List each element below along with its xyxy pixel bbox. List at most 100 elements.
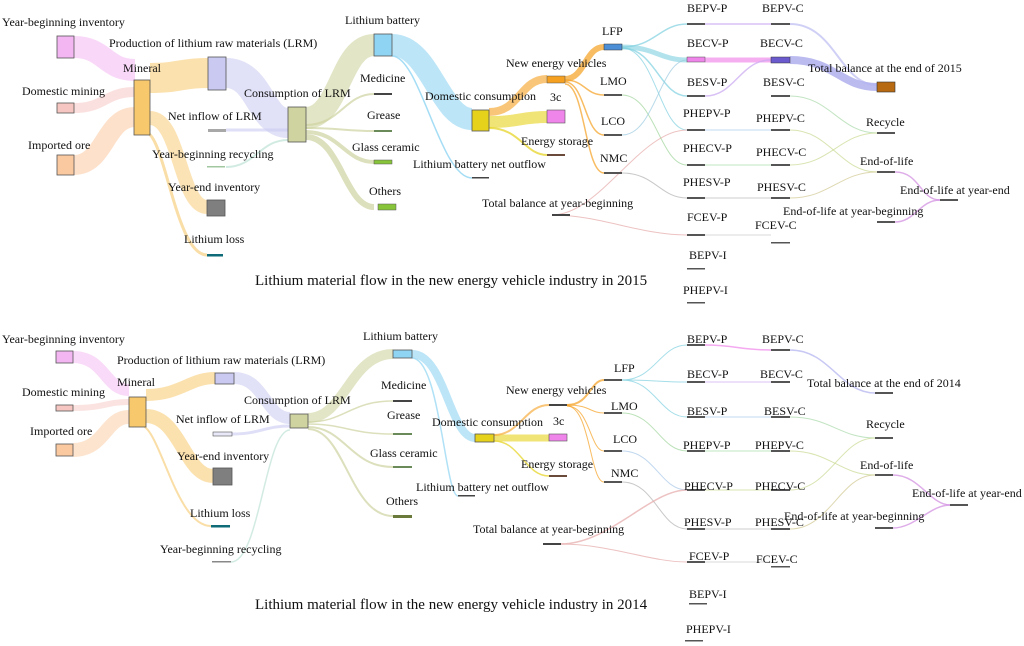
node-phesv-p: [687, 528, 705, 530]
label-bepv-c: BEPV-C: [762, 332, 804, 346]
node-end-of-life-year-beginning: [877, 221, 895, 223]
label-year-beginning-recycling: Year-beginning recycling: [160, 542, 282, 556]
node-consumption-lrm: [287, 106, 307, 143]
node-imported-ore: [56, 154, 75, 176]
label-bepv-p: BEPV-P: [687, 332, 728, 346]
label-total-balance-beginning: Total balance at year-beginning: [473, 522, 624, 536]
label-domestic-consumption: Domestic consumption: [425, 89, 536, 103]
flow: [307, 428, 394, 517]
node-domestic-mining: [55, 404, 74, 412]
label-others: Others: [369, 184, 401, 198]
flow: [390, 34, 474, 130]
flow: [144, 130, 208, 257]
label-new-energy-vehicles: New energy vehicles: [506, 56, 607, 70]
node-besv-p: [687, 416, 705, 418]
flow: [892, 474, 951, 506]
label-bepv-i: BEPV-I: [689, 587, 727, 601]
node-recycle: [877, 132, 895, 134]
flow: [411, 357, 459, 497]
flow: [493, 440, 550, 477]
sankey-2015: Year-beginning inventory Domestic mining…: [2, 1, 1010, 304]
label-bepv-c: BEPV-C: [762, 1, 804, 15]
label-lfp: LFP: [602, 24, 623, 38]
label-phepv-c: PHEPV-C: [755, 438, 804, 452]
label-phepv-p: PHEPV-P: [683, 438, 731, 452]
node-year-beginning-inventory: [56, 35, 75, 59]
label-lco: LCO: [613, 432, 637, 446]
node-energy-storage: [549, 475, 567, 477]
label-new-energy-vehicles: New energy vehicles: [506, 383, 607, 397]
node-recycle: [875, 437, 893, 439]
node-bepv-i: [689, 603, 707, 605]
flow: [789, 474, 876, 530]
flow: [789, 416, 876, 439]
label-phesv-p: PHESV-P: [684, 515, 732, 529]
node-3c: [548, 433, 568, 442]
flow: [621, 412, 688, 452]
node-domestic-consumption: [471, 109, 490, 132]
node-domestic-consumption: [474, 433, 495, 443]
label-end-of-life-year-end: End-of-life at year-end: [900, 183, 1010, 197]
flow: [551, 214, 688, 236]
node-others: [393, 515, 412, 518]
flow: [621, 47, 688, 131]
label-consumption-lrm: Consumption of LRM: [244, 86, 351, 100]
node-end-of-life-year-end: [950, 504, 968, 506]
label-domestic-mining: Domestic mining: [22, 385, 105, 399]
label-imported-ore: Imported ore: [30, 424, 92, 438]
sankey-2014: Year-beginning inventory Domestic mining…: [2, 329, 1022, 642]
flow: [621, 47, 688, 97]
label-phepv-p: PHEPV-P: [683, 106, 731, 120]
flow: [149, 58, 209, 93]
node-new-energy-vehicles: [546, 75, 566, 84]
flow: [621, 172, 688, 199]
label-phesv-p: PHESV-P: [683, 175, 731, 189]
flow: [224, 58, 291, 138]
label-phepv-i: PHEPV-I: [686, 622, 731, 636]
node-consumption-lrm: [289, 413, 309, 429]
label-glass-ceramic: Glass ceramic: [370, 446, 438, 460]
node-lithium-battery: [373, 33, 393, 57]
caption-2014: Lithium material flow in the new energy …: [255, 597, 648, 613]
node-becv-c: [770, 56, 791, 64]
label-medicine: Medicine: [360, 71, 405, 85]
flow: [139, 424, 212, 527]
node-3c: [546, 109, 566, 124]
node-phecv-p: [687, 489, 705, 491]
node-mineral: [128, 396, 147, 428]
flow: [704, 344, 772, 351]
node-total-balance-end: [875, 392, 893, 394]
label-besv-c: BESV-C: [764, 404, 806, 418]
flow: [564, 44, 605, 82]
label-grease: Grease: [367, 108, 400, 122]
flow: [145, 372, 216, 401]
flows-2015: [72, 23, 941, 257]
node-glass-ceramic: [393, 466, 412, 468]
node-besv-c: [771, 416, 790, 418]
label-end-of-life-year-beginning: End-of-life at year-beginning: [783, 204, 923, 218]
flow: [704, 59, 772, 97]
label-phesv-c: PHESV-C: [755, 515, 804, 529]
label-others: Others: [386, 494, 418, 508]
label-bepv-p: BEPV-P: [687, 1, 728, 15]
label-phecv-p: PHECV-P: [684, 479, 733, 493]
node-production-lrm: [207, 56, 227, 91]
label-energy-storage: Energy storage: [521, 457, 593, 471]
label-besv-c: BESV-C: [763, 75, 805, 89]
label-net-inflow-lrm: Net inflow of LRM: [176, 412, 270, 426]
label-medicine: Medicine: [381, 378, 426, 392]
node-lithium-loss: [207, 254, 223, 257]
flow: [892, 504, 951, 529]
node-grease: [374, 130, 392, 132]
flow: [566, 405, 605, 483]
node-nmc: [604, 172, 622, 174]
flow: [305, 130, 375, 164]
node-fcev-c: [771, 242, 790, 244]
flow: [621, 379, 688, 383]
label-phecv-p: PHECV-P: [683, 141, 732, 155]
label-lfp: LFP: [614, 361, 635, 375]
flow: [488, 127, 548, 156]
flow: [894, 199, 941, 223]
flow: [564, 81, 605, 136]
node-phepv-c: [771, 450, 790, 452]
